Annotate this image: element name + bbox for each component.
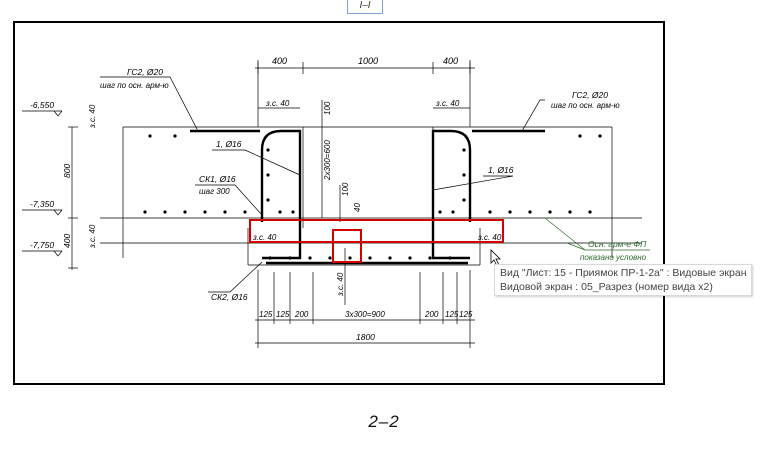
rebar-main <box>190 129 545 265</box>
left-dim-1: 800 <box>62 164 72 178</box>
tooltip-line-2: Видовой экран : 05_Разрез (номер вида x2… <box>500 281 713 293</box>
selection-highlight <box>249 219 504 263</box>
dim-top-2: 1000 <box>358 56 378 66</box>
level-1: -6,550 <box>30 100 54 110</box>
dim-bottom-4: 3х300=900 <box>345 310 385 319</box>
note-green-l1: Осн. арм-е ФП <box>588 239 647 249</box>
level-2: -7,350 <box>30 199 54 209</box>
tooltip-line-1: Вид "Лист: 15 - Приямок ПР-1-2а" : Видов… <box>500 267 746 279</box>
inner-dim-2: 2х300=600 <box>323 140 332 181</box>
leader-1-left: 1, Ø16 <box>216 139 242 149</box>
note-green-l2: показано условно <box>580 253 647 262</box>
note-leader <box>544 217 650 251</box>
rebar-dots <box>143 134 602 260</box>
dim-top-lines <box>255 62 475 74</box>
zs40-top-left: з.с. 40 <box>265 99 290 108</box>
dim-top-3: 400 <box>443 56 458 66</box>
dim-bottom-3: 200 <box>294 310 309 319</box>
concrete-outline <box>100 60 642 266</box>
viewport-frame <box>13 21 665 385</box>
leader-ck2: СК2, Ø16 <box>211 292 248 302</box>
zs40-rot-1: з.с. 40 <box>88 104 97 129</box>
level-marks <box>22 110 78 270</box>
dim-bottom-total: 1800 <box>356 332 375 342</box>
viewport-tooltip: Вид "Лист: 15 - Приямок ПР-1-2а" : Видов… <box>494 264 752 296</box>
leader-ck1-l2: шаг 300 <box>199 187 230 196</box>
zs40-mid-right: з.с. 40 <box>477 233 502 242</box>
dim-bottom-1: 125 <box>259 310 273 319</box>
dim-bottom-2: 125 <box>276 310 290 319</box>
zs40-mid-left: з.с. 40 <box>252 233 277 242</box>
leader-lines <box>100 76 545 293</box>
dim-bottom-7: 125 <box>459 310 473 319</box>
section-marker-top: I–I <box>347 0 383 14</box>
leader-1-right: 1, Ø16 <box>488 165 514 175</box>
dim-top-1: 400 <box>272 56 287 66</box>
leader-gc2-right-l2: шаг по осн. арм-ю <box>551 101 620 110</box>
level-3: -7,750 <box>30 240 54 250</box>
left-dim-2: 400 <box>62 234 72 248</box>
leader-gc2-left-l1: ГС2, Ø20 <box>127 67 163 77</box>
leader-gc2-left-l2: шаг по осн. арм-ю <box>100 81 169 90</box>
dim-bottom-lines <box>255 270 475 348</box>
leader-ck1-l1: СК1, Ø16 <box>199 174 236 184</box>
inner-dim-4: 40 <box>353 203 362 212</box>
zs40-rot-2: з.с. 40 <box>88 224 97 249</box>
zs40-top-right: з.с. 40 <box>435 99 460 108</box>
inner-dim-lines <box>321 100 346 305</box>
leader-gc2-right-l1: ГС2, Ø20 <box>572 90 608 100</box>
zs40-bottom-rot: з.с. 40 <box>336 272 345 297</box>
dim-bottom-5: 200 <box>424 310 439 319</box>
section-title: 2–2 <box>368 412 400 431</box>
dim-bottom-6: 125 <box>445 310 459 319</box>
inner-dim-3: 100 <box>341 182 350 196</box>
inner-dim-1: 100 <box>323 101 332 115</box>
